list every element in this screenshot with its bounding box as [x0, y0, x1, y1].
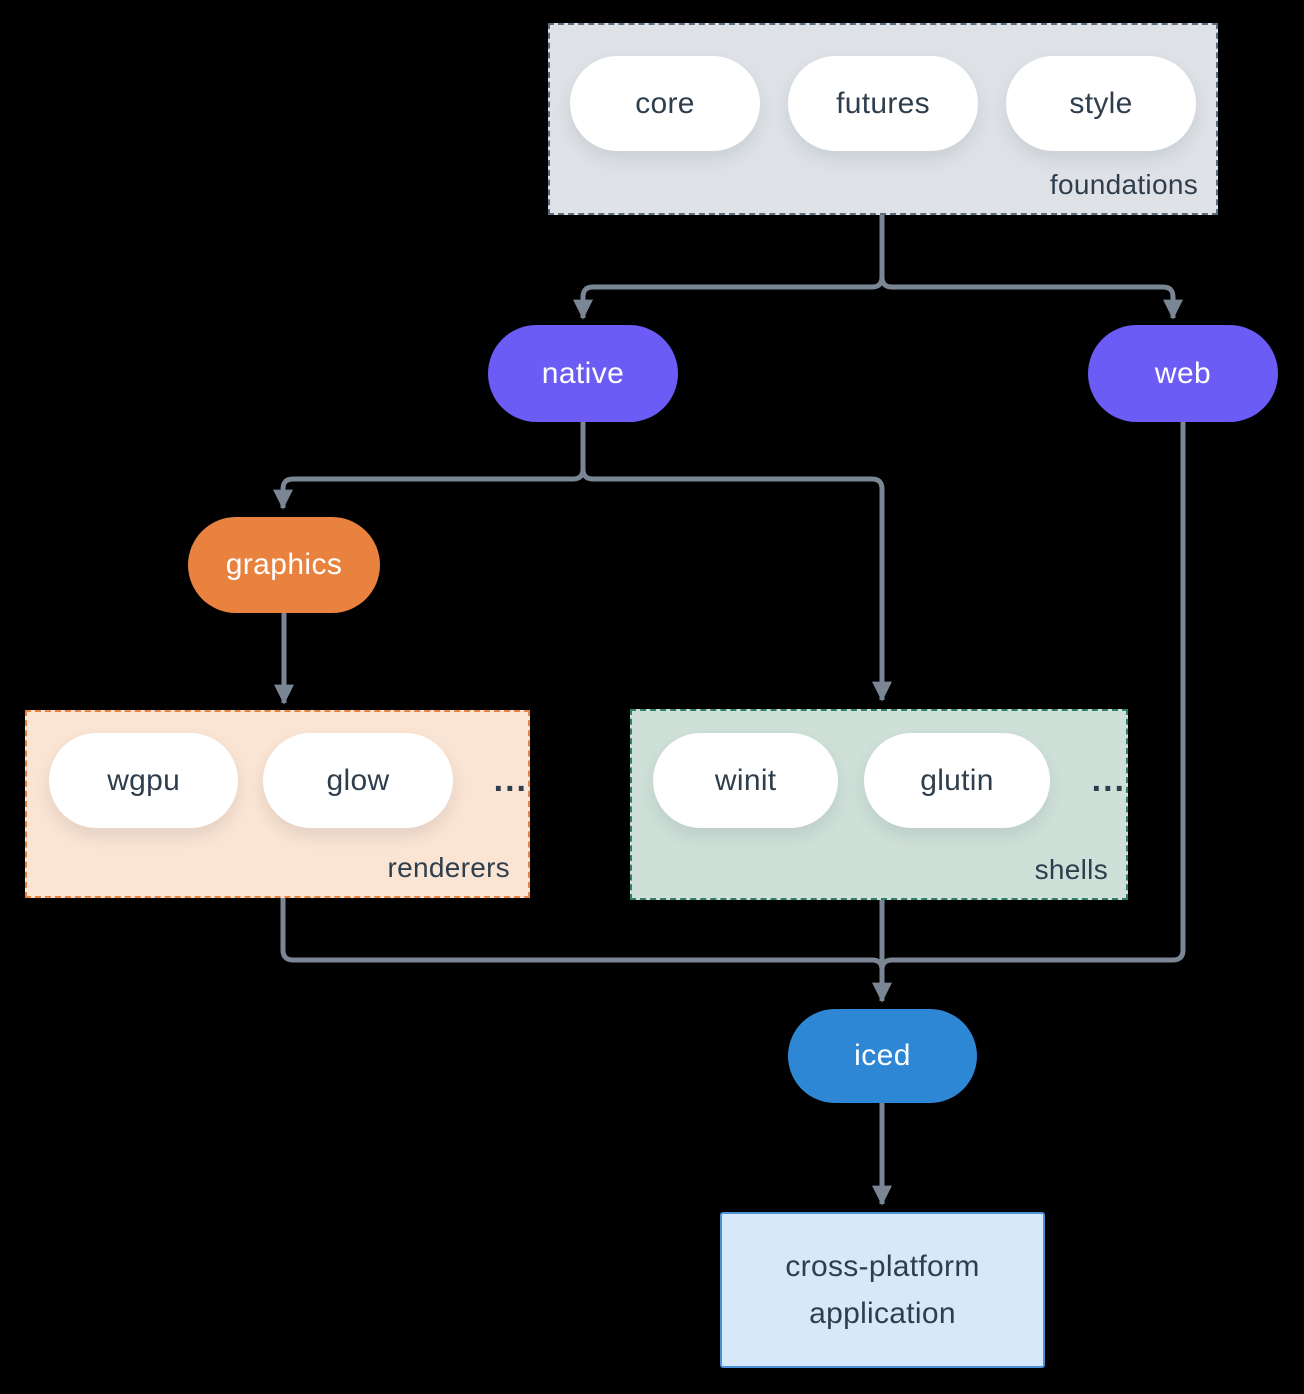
renderers-group: wgpu glow ... renderers: [25, 710, 530, 898]
connector-native-to-shells: [580, 422, 892, 702]
node-core: core: [570, 56, 760, 151]
node-iced: iced: [788, 1009, 977, 1103]
node-native: native: [488, 325, 678, 422]
shells-ellipsis: ...: [1091, 761, 1126, 799]
foundations-pill-row: core futures style: [550, 25, 1216, 151]
foundations-group: core futures style foundations: [548, 23, 1218, 215]
renderers-ellipsis: ...: [493, 761, 528, 799]
connector-foundations-to-native: [573, 215, 885, 320]
node-graphics: graphics: [188, 517, 380, 613]
shells-group: winit glutin ... shells: [630, 709, 1128, 900]
app-label-line1: cross-platform: [785, 1250, 980, 1283]
renderers-label: renderers: [387, 852, 510, 883]
connector-native-to-graphics: [273, 422, 586, 510]
node-futures: futures: [788, 56, 978, 151]
connector-renderers-to-merge: [280, 898, 885, 971]
node-glow: glow: [263, 733, 453, 828]
node-web: web: [1088, 325, 1278, 422]
shells-pill-row: winit glutin ...: [632, 711, 1126, 828]
app-label-line2: application: [809, 1297, 956, 1330]
foundations-label: foundations: [1049, 169, 1198, 200]
node-style: style: [1006, 56, 1196, 151]
node-winit: winit: [653, 733, 839, 828]
node-cross-platform-application: cross-platform application: [720, 1212, 1045, 1368]
connector-foundations-to-web: [879, 215, 1183, 320]
node-glutin: glutin: [864, 733, 1050, 828]
node-wgpu: wgpu: [49, 733, 239, 828]
shells-label: shells: [1034, 854, 1108, 885]
renderers-pill-row: wgpu glow ...: [27, 712, 528, 828]
